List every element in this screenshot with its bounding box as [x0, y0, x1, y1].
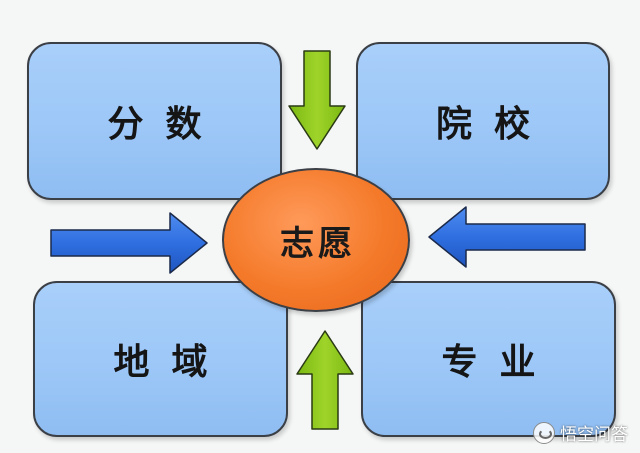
box-scores: 分数 — [27, 42, 282, 200]
box-region-label: 地域 — [113, 342, 230, 383]
box-major-label: 专业 — [441, 342, 558, 383]
box-major: 专业 — [361, 281, 616, 437]
arrow-down-icon — [288, 50, 346, 150]
arrow-up-icon — [296, 330, 354, 430]
center-label: 志愿 — [280, 223, 356, 264]
box-region: 地域 — [33, 281, 288, 437]
center-circle: 志愿 — [222, 168, 410, 312]
arrow-right-icon — [50, 212, 208, 274]
watermark-text: 悟空问答 — [560, 425, 628, 445]
box-colleges: 院校 — [356, 42, 610, 200]
chat-bubble-icon — [533, 421, 555, 444]
arrow-left-icon — [428, 206, 586, 268]
watermark: 悟空问答 — [533, 420, 628, 445]
box-colleges-label: 院校 — [435, 104, 552, 145]
box-scores-label: 分数 — [107, 104, 224, 145]
